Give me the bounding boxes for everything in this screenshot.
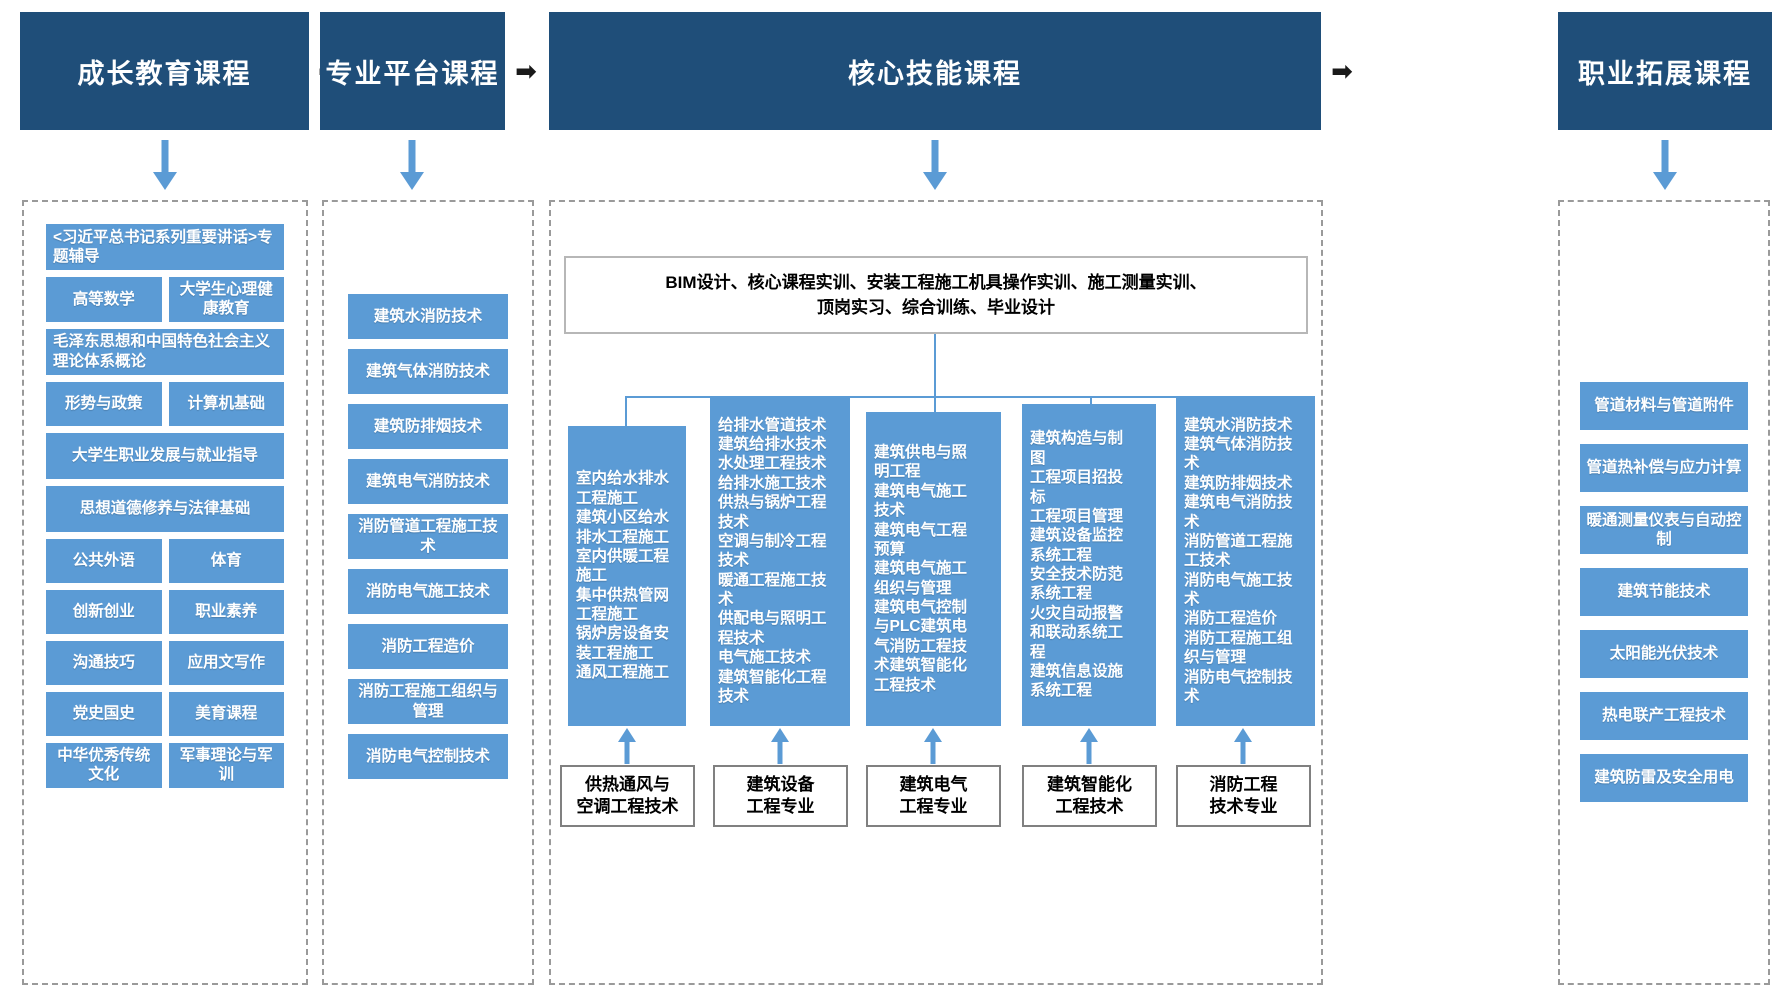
header-career-extension[interactable]: 职业拓展课程	[1558, 12, 1772, 130]
platform-course-chip[interactable]: 建筑防排烟技术	[348, 404, 508, 449]
growth-course-chip[interactable]: 美育课程	[168, 691, 284, 736]
growth-course-chip[interactable]: 公共外语	[46, 538, 162, 583]
header-platform-courses-label: 专业平台课程	[325, 58, 500, 89]
career-course-chip[interactable]: 管道材料与管道附件	[1580, 382, 1748, 430]
growth-course-chip[interactable]: 计算机基础	[168, 381, 284, 426]
core-column-courses-5: 建筑水消防技术 建筑气体消防技 术 建筑防排烟技术 建筑电气消防技 术 消防管道…	[1176, 396, 1315, 726]
growth-course-chip[interactable]: 高等数学	[46, 277, 162, 322]
major-box-2[interactable]: 建筑设备 工程专业	[713, 765, 848, 827]
arrow-glyph: ➡	[1331, 56, 1353, 86]
growth-course-chip[interactable]: 体育	[168, 538, 284, 583]
core-column-courses-3: 建筑供电与照 明工程 建筑电气施工 技术 建筑电气工程 预算 建筑电气施工 组织…	[866, 412, 1001, 726]
growth-course-chip[interactable]: 应用文写作	[168, 640, 284, 685]
up-arrow-icon-3	[918, 728, 948, 764]
major-box-1[interactable]: 供热通风与 空调工程技术	[560, 765, 695, 827]
platform-course-chip[interactable]: 消防工程造价	[348, 624, 508, 669]
growth-education-course-grid: <习近平总书记系列重要讲话>专题辅导高等数学大学生心理健康教育毛泽东思想和中国特…	[24, 202, 306, 798]
up-arrow-icon-4	[1074, 728, 1104, 764]
down-arrow-icon-growth	[120, 140, 210, 195]
platform-course-list: 建筑水消防技术建筑气体消防技术建筑防排烟技术建筑电气消防技术消防管道工程施工技术…	[324, 202, 532, 789]
career-course-chip[interactable]: 建筑节能技术	[1580, 568, 1748, 616]
career-course-chip[interactable]: 管道热补偿与应力计算	[1580, 444, 1748, 492]
growth-course-chip[interactable]: 大学生职业发展与就业指导	[46, 432, 284, 479]
platform-course-chip[interactable]: 消防管道工程施工技术	[348, 514, 508, 559]
panel-platform-courses: 建筑水消防技术建筑气体消防技术建筑防排烟技术建筑电气消防技术消防管道工程施工技术…	[322, 200, 534, 985]
platform-course-chip[interactable]: 消防电气控制技术	[348, 734, 508, 779]
practice-training-box: BIM设计、核心课程实训、安装工程施工机具操作实训、施工测量实训、 顶岗实习、综…	[564, 256, 1308, 334]
growth-course-chip[interactable]: 毛泽东思想和中国特色社会主义理论体系概论	[46, 328, 284, 375]
header-growth-education-label: 成长教育课程	[77, 58, 252, 89]
growth-course-chip[interactable]: 大学生心理健康教育	[168, 277, 284, 322]
platform-course-chip[interactable]: 建筑电气消防技术	[348, 459, 508, 504]
core-column-courses-1: 室内给水排水 工程施工 建筑小区给水 排水工程施工 室内供暖工程 施工 集中供热…	[568, 426, 686, 726]
major-box-5[interactable]: 消防工程 技术专业	[1176, 765, 1311, 827]
platform-course-chip[interactable]: 消防工程施工组织与管理	[348, 679, 508, 724]
up-arrow-icon-2	[765, 728, 795, 764]
platform-course-chip[interactable]: 建筑水消防技术	[348, 294, 508, 339]
growth-course-chip[interactable]: 军事理论与军训	[168, 742, 284, 788]
up-arrow-icon-1	[612, 728, 642, 764]
panel-growth-education: <习近平总书记系列重要讲话>专题辅导高等数学大学生心理健康教育毛泽东思想和中国特…	[22, 200, 308, 985]
down-arrow-icon-core	[890, 140, 980, 195]
arrow-glyph: ➡	[515, 56, 537, 86]
header-platform-courses[interactable]: 专业平台课程	[320, 12, 505, 130]
header-core-skills[interactable]: 核心技能课程	[549, 12, 1321, 130]
platform-course-chip[interactable]: 建筑气体消防技术	[348, 349, 508, 394]
panel-career-extension: 管道材料与管道附件管道热补偿与应力计算暖通测量仪表与自动控制建筑节能技术太阳能光…	[1558, 200, 1770, 985]
major-box-3[interactable]: 建筑电气 工程专业	[866, 765, 1001, 827]
header-career-extension-label: 职业拓展课程	[1578, 58, 1752, 89]
career-course-chip[interactable]: 建筑防雷及安全用电	[1580, 754, 1748, 802]
connector-drop-1	[625, 396, 627, 426]
growth-course-chip[interactable]: 沟通技巧	[46, 640, 162, 685]
down-arrow-icon-platform	[367, 140, 457, 195]
growth-course-chip[interactable]: 中华优秀传统文化	[46, 742, 162, 788]
career-course-chip[interactable]: 热电联产工程技术	[1580, 692, 1748, 740]
core-column-courses-4: 建筑构造与制 图 工程项目招投 标 工程项目管理 建筑设备监控 系统工程 安全技…	[1022, 404, 1156, 726]
growth-course-chip[interactable]: 党史国史	[46, 691, 162, 736]
growth-course-chip[interactable]: 创新创业	[46, 589, 162, 634]
growth-course-chip[interactable]: <习近平总书记系列重要讲话>专题辅导	[46, 224, 284, 270]
arrow-right-icon-2: ➡	[506, 12, 546, 130]
header-core-skills-label: 核心技能课程	[848, 58, 1022, 89]
up-arrow-icon-5	[1228, 728, 1258, 764]
growth-course-chip[interactable]: 职业素养	[168, 589, 284, 634]
growth-course-chip[interactable]: 形势与政策	[46, 381, 162, 426]
growth-course-chip[interactable]: 思想道德修养与法律基础	[46, 485, 284, 532]
down-arrow-icon-career	[1620, 140, 1710, 195]
connector-drop-3	[934, 396, 936, 426]
arrow-right-icon-3: ➡	[1322, 12, 1362, 130]
header-growth-education[interactable]: 成长教育课程	[20, 12, 309, 130]
career-course-chip[interactable]: 暖通测量仪表与自动控制	[1580, 506, 1748, 554]
career-course-chip[interactable]: 太阳能光伏技术	[1580, 630, 1748, 678]
major-box-4[interactable]: 建筑智能化 工程技术	[1022, 765, 1157, 827]
core-column-courses-2: 给排水管道技术 建筑给排水技术 水处理工程技术 给排水施工技术 供热与锅炉工程 …	[710, 396, 850, 726]
platform-course-chip[interactable]: 消防电气施工技术	[348, 569, 508, 614]
career-extension-course-list: 管道材料与管道附件管道热补偿与应力计算暖通测量仪表与自动控制建筑节能技术太阳能光…	[1560, 202, 1768, 812]
connector-vertical-main	[934, 334, 936, 396]
